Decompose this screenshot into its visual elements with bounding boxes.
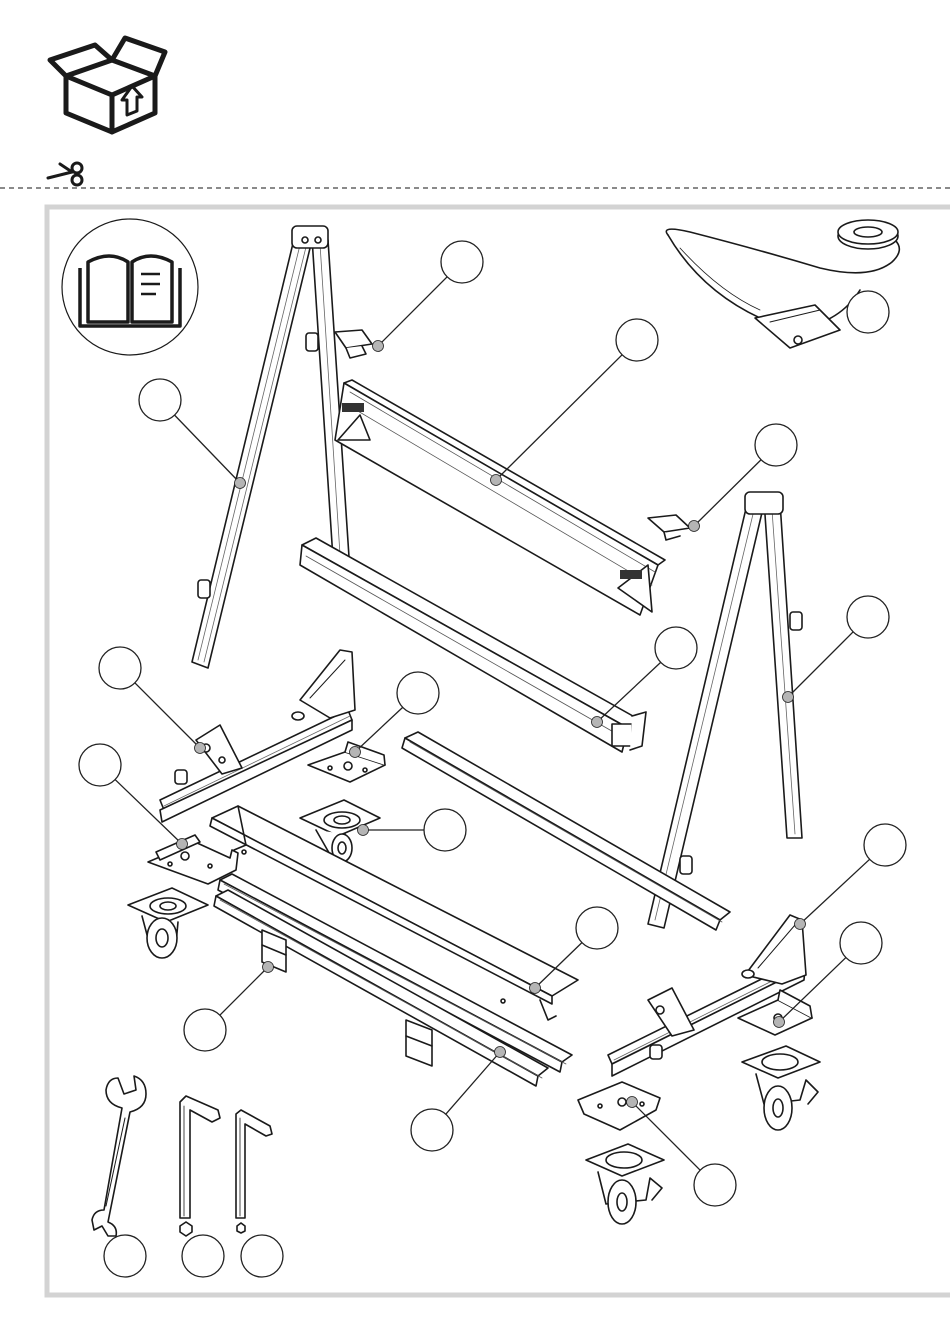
callout-anchor-dot (358, 825, 369, 836)
callout-hex-key-small (241, 1235, 283, 1277)
callout-leader-line (378, 277, 447, 346)
caster-wheel-right (742, 1046, 820, 1130)
callout-circle (99, 647, 141, 689)
open-box-with-arrow-icon (50, 38, 165, 132)
caster-wheel-left (128, 888, 208, 958)
callout-circle (241, 1235, 283, 1277)
caster-plate-center (308, 742, 385, 782)
a-frame-leg-left-rear (192, 226, 350, 668)
callout-hinge-bracket-top (491, 319, 659, 486)
callout-circle (182, 1235, 224, 1277)
callout-ratchet-strap (139, 379, 246, 489)
callout-cross-beam-upper (847, 291, 889, 333)
callout-leader-line (355, 707, 403, 752)
callout-circle (655, 627, 697, 669)
callout-leader-line (220, 967, 268, 1015)
callout-connector-clip (184, 962, 274, 1052)
callout-circle (847, 596, 889, 638)
callout-circle (104, 1235, 146, 1277)
callout-anchor-dot (783, 692, 794, 703)
hinge-bracket-right (648, 515, 690, 540)
callout-anchor-dot (774, 1017, 785, 1028)
callout-anchor-dot (795, 919, 806, 930)
callout-base-foot-right (795, 824, 907, 930)
open-end-wrench (92, 1076, 146, 1236)
callout-leader-line (446, 1052, 500, 1114)
callout-leader-line (496, 355, 622, 480)
a-frame-leg-right (648, 492, 802, 928)
callout-anchor-dot (627, 1097, 638, 1108)
callout-leader-line (800, 859, 870, 924)
callout-base-foot-left (99, 647, 206, 754)
callout-anchor-dot (350, 747, 361, 758)
callout-anchor-dot (263, 962, 274, 973)
callout-circle (397, 672, 439, 714)
open-book-manual-icon (62, 219, 198, 355)
hinge-bracket-top (335, 330, 372, 358)
hex-key-large (180, 1096, 220, 1236)
callout-anchor-dot (195, 743, 206, 754)
callout-anchor-dot (530, 983, 541, 994)
callout-circle (694, 1164, 736, 1206)
callout-circle (424, 809, 466, 851)
callout-anchor-dot (177, 839, 188, 850)
base-foot-left (160, 650, 355, 822)
callout-circle (441, 241, 483, 283)
callout-open-end-wrench (104, 1235, 146, 1277)
callout-circle (79, 744, 121, 786)
callout-leader-line (788, 632, 853, 697)
callout-anchor-dot (592, 717, 603, 728)
callout-anchor-dot (495, 1047, 506, 1058)
callout-leader-line (175, 415, 240, 483)
scissors-icon (48, 163, 82, 185)
callout-circle (184, 1009, 226, 1051)
callout-leader-line (135, 683, 200, 748)
caster-plate-front (578, 1082, 660, 1130)
callout-anchor-dot (235, 478, 246, 489)
callout-circle (411, 1109, 453, 1151)
hex-key-small (236, 1110, 272, 1233)
callout-hex-key-large (182, 1235, 224, 1277)
callout-a-frame-leg-left-rear (373, 241, 484, 352)
caster-plate-left (148, 835, 238, 884)
callout-circle (576, 907, 618, 949)
callout-circle (864, 824, 906, 866)
callout-circle (616, 319, 658, 361)
callout-circle (755, 424, 797, 466)
callout-circle (847, 291, 889, 333)
callout-circle (840, 922, 882, 964)
callout-anchor-dot (373, 341, 384, 352)
caster-wheel-front (586, 1144, 664, 1224)
callout-anchor-dot (491, 475, 502, 486)
callout-circle (139, 379, 181, 421)
callout-anchor-dot (689, 521, 700, 532)
